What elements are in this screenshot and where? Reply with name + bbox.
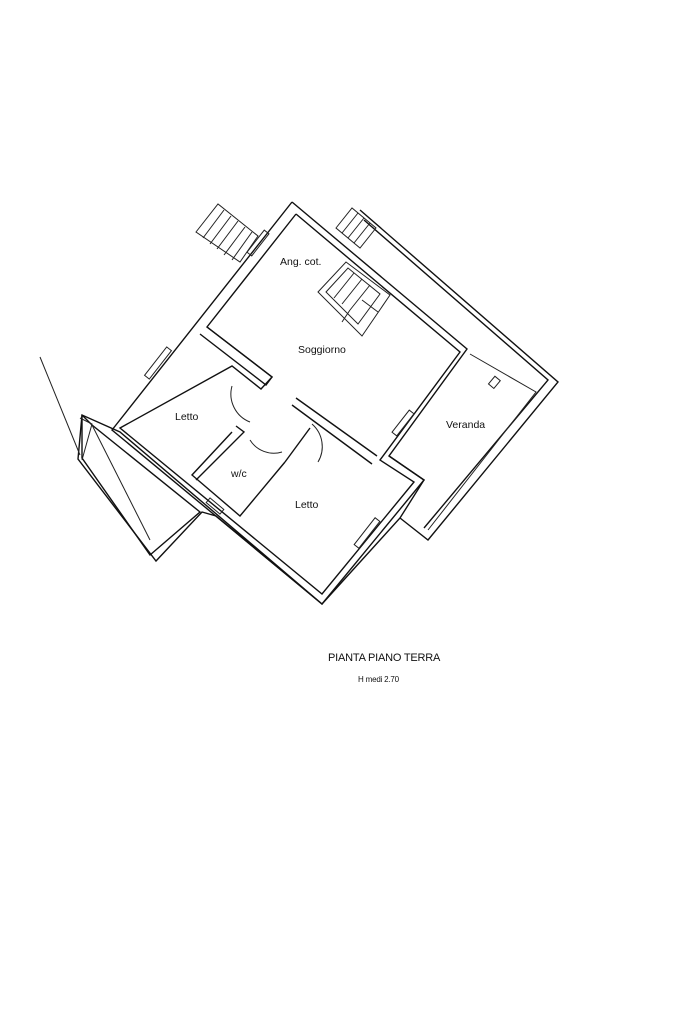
label-veranda: Veranda: [446, 419, 485, 431]
stairs-interior: [317, 261, 391, 337]
label-letto-right: Letto: [295, 499, 319, 511]
windows: [143, 229, 415, 549]
plan-title: PIANTA PIANO TERRA: [328, 652, 441, 664]
height-note: H medi 2.70: [358, 675, 399, 684]
exterior-walls: [39, 201, 468, 605]
label-soggiorno: Soggiorno: [298, 344, 346, 356]
stairs-top: [335, 207, 377, 249]
label-wc: w/c: [230, 468, 247, 480]
label-angolo-cottura: Ang. cot.: [280, 256, 321, 268]
stairs-left: [195, 203, 259, 263]
veranda-walls: [359, 209, 559, 541]
interior-walls: [190, 326, 378, 517]
label-letto-left: Letto: [175, 411, 199, 423]
door-swings: [79, 385, 323, 463]
